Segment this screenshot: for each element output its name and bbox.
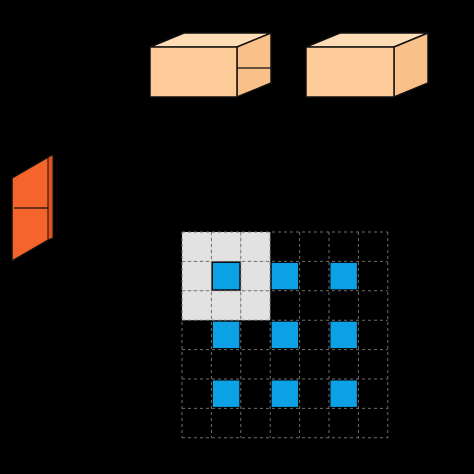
sampled-cell (212, 321, 240, 349)
box-left-front-face (149, 46, 238, 98)
kernel-window-cell (182, 290, 212, 321)
kernel-window-cell (240, 232, 271, 262)
input-volume-box-left (149, 32, 272, 98)
kernel-window-cell (182, 261, 212, 291)
sampled-cell (330, 262, 357, 290)
convolution-grid (181, 231, 389, 439)
sampled-cell (271, 380, 299, 407)
sampled-cell (212, 380, 240, 407)
kernel-slab (11, 154, 54, 262)
box-right-front-face (305, 46, 395, 98)
kernel-window-cell (211, 290, 241, 321)
kernel-window-cell (182, 232, 212, 262)
output-volume-box-right (305, 32, 429, 98)
sampled-cell (330, 321, 357, 349)
sampled-cell (271, 321, 299, 349)
sampled-cell (330, 380, 357, 407)
sampled-cell (212, 262, 240, 290)
sampled-cell (271, 262, 299, 290)
kernel-window-cell (240, 290, 271, 321)
kernel-window-cell (211, 232, 241, 262)
kernel-slab-edge (47, 154, 54, 241)
kernel-window-cell (240, 261, 271, 291)
